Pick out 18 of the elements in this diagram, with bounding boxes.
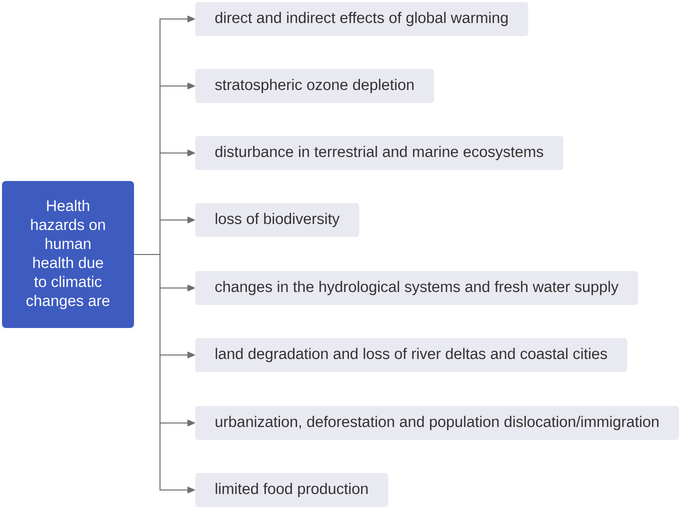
arrow — [159, 352, 195, 358]
arrow — [159, 284, 195, 292]
item-box: stratospheric ozone depletion — [195, 69, 434, 103]
arrow — [159, 216, 195, 224]
arrow — [159, 16, 195, 22]
item-box: changes in the hydrological systems and fresh water supply — [195, 271, 638, 305]
item-box: loss of biodiversity — [195, 203, 360, 237]
item-box: limited food production — [195, 473, 388, 507]
arrow — [159, 486, 195, 494]
connector-line — [134, 254, 161, 255]
item-box: urbanization, deforestation and population dislocation/immigration — [195, 406, 680, 440]
item-box: disturbance in terrestrial and marine ecosystems — [195, 136, 564, 170]
item-box: direct and indirect effects of global warming — [195, 2, 528, 36]
item-box: land degradation and loss of river deltas and coastal cities — [195, 338, 628, 372]
arrow — [159, 82, 195, 90]
arrow — [159, 420, 195, 426]
arrow — [159, 150, 195, 156]
topic-box: Health hazards on human health due to climatic changes are — [2, 181, 134, 328]
